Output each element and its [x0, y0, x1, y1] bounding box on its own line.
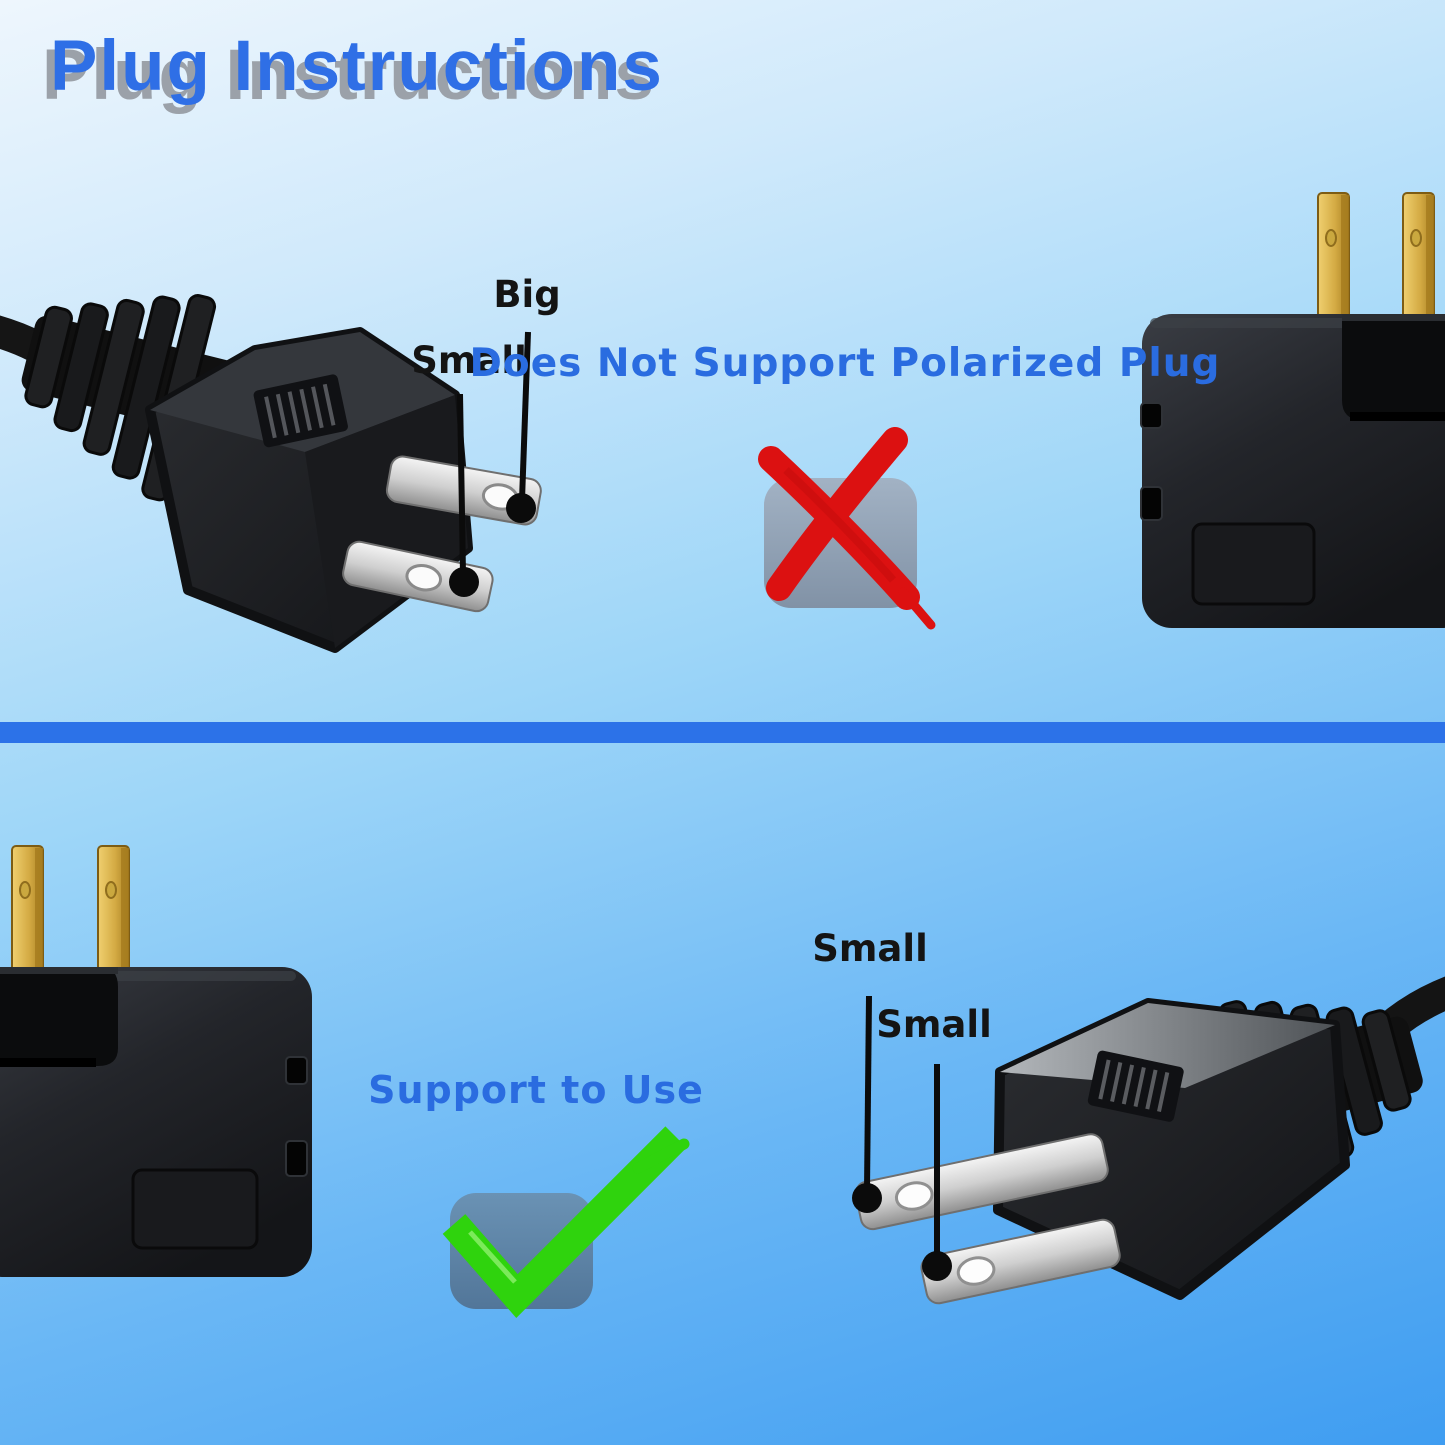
- hinge-slot: [1350, 412, 1445, 421]
- not-supported-mark: [758, 427, 936, 630]
- vent-grille: [1087, 1050, 1184, 1122]
- vent-grille: [253, 374, 348, 448]
- adapter-hinge: [0, 967, 118, 1066]
- adapter-label-recess: [131, 1168, 259, 1250]
- small-prong-dot-1: [852, 1183, 882, 1213]
- big-prong-label: Big: [493, 273, 561, 316]
- small-prong-label-1: Small: [812, 927, 928, 970]
- small-prong-callout-1: [852, 995, 882, 1213]
- adapter-hinge: [1342, 314, 1445, 420]
- not-supported-message: Does Not Support Polarized Plug: [469, 341, 1221, 386]
- polarized-plug-photo: [0, 294, 542, 653]
- outlet-adapter-top-right: [1140, 192, 1445, 628]
- small-prong-dot: [449, 567, 479, 597]
- supported-message: Support to Use: [368, 1068, 704, 1112]
- small-prong-label: Small: [411, 339, 527, 382]
- adapter-outlet-slot: [1140, 402, 1163, 429]
- adapter-outlet-slot: [285, 1056, 308, 1085]
- adapter-gold-prongs: [1317, 192, 1435, 322]
- big-prong-callout: [506, 331, 536, 523]
- adapter-outlet-slot: [285, 1140, 308, 1177]
- section-divider: [0, 722, 1445, 743]
- small-prong-callout-2: [922, 1064, 952, 1281]
- outlet-adapter-bottom-left: [0, 845, 312, 1277]
- small-prong-label-2: Small: [876, 1003, 992, 1046]
- small-prong-dot-2: [922, 1251, 952, 1281]
- small-prong-callout: [449, 393, 479, 597]
- adapter-gold-prongs: [11, 845, 130, 974]
- non-polarized-plug-photo: [854, 976, 1445, 1305]
- small-prong-lower: [920, 1218, 1121, 1305]
- check-icon: [442, 1126, 687, 1318]
- adapter-outlet-slot: [1140, 486, 1163, 521]
- x-icon-tail: [898, 587, 936, 630]
- plug-body-top-face: [1000, 1003, 1335, 1088]
- page-title: Plug Instructions: [50, 27, 664, 106]
- supported-mark: [442, 1126, 690, 1318]
- hinge-slot: [0, 1058, 96, 1067]
- plug-body-side-face: [305, 395, 468, 648]
- check-icon-tail: [632, 1138, 690, 1174]
- big-prong-dot: [506, 493, 536, 523]
- adapter-label-recess: [1191, 522, 1316, 606]
- small-prong-upper: [854, 1133, 1109, 1231]
